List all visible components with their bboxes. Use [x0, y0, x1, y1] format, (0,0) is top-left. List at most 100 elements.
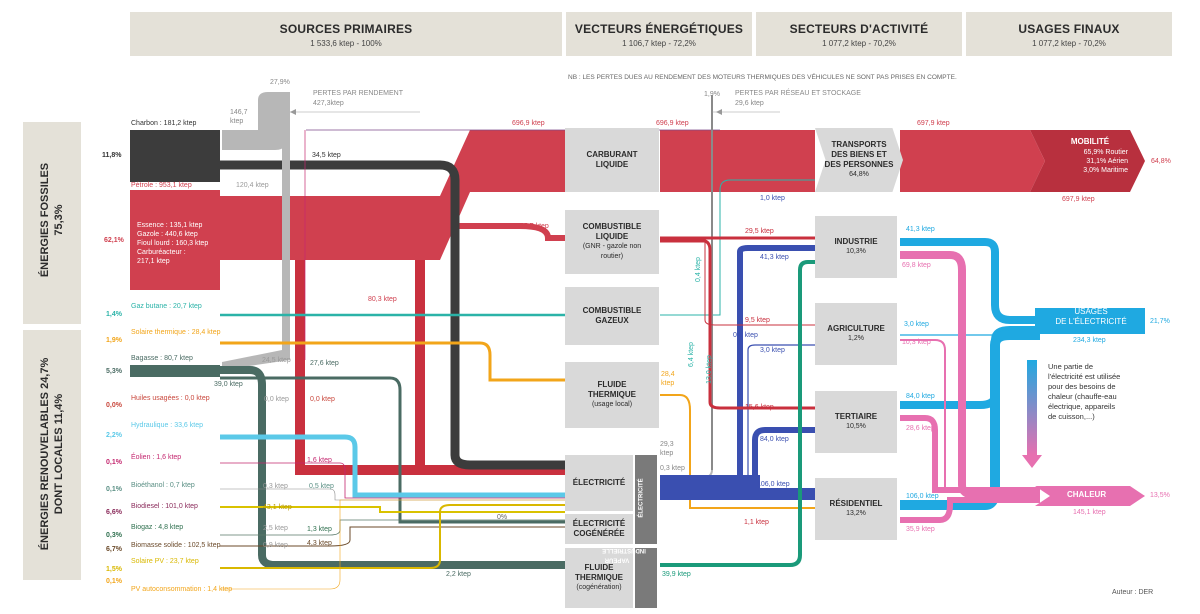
vecteur-fluidecog-line2: THERMIQUE — [575, 573, 623, 582]
flow-label-413b: 41,3 ktep — [906, 226, 935, 233]
flow-bagasse — [220, 366, 565, 569]
flow-label-03: 0,3 ktep — [263, 483, 288, 490]
flow-label-286: 28,6 ktep — [906, 425, 935, 432]
flow-label-431: 43,1 ktep — [263, 504, 292, 511]
secteur-industrie-label: INDUSTRIE — [834, 237, 878, 246]
flow-label-03b: 0,3 ktep — [660, 465, 685, 472]
flow-label-08: 0,8 ktep — [733, 332, 758, 339]
vecteur-fluide-line1: FLUIDE — [597, 380, 627, 389]
side-renouv-line2: DONT LOCALES 11,4% — [53, 393, 65, 515]
flow-label-10: 1,0 ktep — [760, 195, 785, 202]
flow-label-293: 29,3 ktep — [660, 440, 674, 458]
flow-label-399: 39,9 ktep — [662, 571, 691, 578]
header-title: SECTEURS D'ACTIVITÉ — [789, 22, 929, 36]
vecteur-combgaz-line2: GAZEUX — [595, 316, 629, 325]
usage-mobilite-aerien: 31,1% Aérien — [1086, 158, 1128, 165]
usage-mobilite: MOBILITÉ 65,9% Routier 31,1% Aérien 3,0%… — [1040, 137, 1140, 175]
petrole-detail: Essence : 135,1 ktep Gazole : 440,6 ktep… — [137, 221, 208, 266]
side-fossiles-line2: 75,3% — [53, 204, 65, 236]
flow-label-6979a: 697,9 ktep — [917, 120, 950, 127]
header-title: VECTEURS ÉNERGÉTIQUES — [574, 22, 744, 36]
flow-label-05: 0,5 ktep — [309, 483, 334, 490]
loss-reseau-value: 29,6 ktep — [735, 100, 764, 107]
vecteur-combliq-line2: LIQUIDE — [595, 232, 629, 241]
usage-note-line6: de cuisson,...) — [1048, 412, 1095, 421]
author: Auteur : DER — [1112, 589, 1154, 596]
usage-chaleur-value: 145,1 ktep — [1073, 509, 1106, 516]
usage-mobilite-routier: 65,9% Routier — [1083, 149, 1128, 156]
secteur-transports-line3: DES PERSONNES — [824, 160, 894, 169]
side-fossiles-line1: ÉNERGIES FOSSILES — [39, 162, 51, 278]
vecteur-carburant: CARBURANT LIQUIDE — [565, 128, 659, 192]
loss-reseau-label: PERTES PAR RÉSEAU ET STOCKAGE — [735, 90, 861, 97]
flow-label-156: 15,6 ktep — [745, 404, 774, 411]
source-gaz-pct: 1,4% — [106, 311, 122, 318]
loss-146-value: 146,7 — [230, 109, 248, 116]
flow-label-95: 9,5 ktep — [745, 317, 770, 324]
flow-transports-mobilite — [900, 130, 1045, 192]
flow-label-840a: 84,0 ktep — [760, 436, 789, 443]
secteur-industrie-pct: 10,3% — [846, 248, 866, 255]
source-hydro-pct: 2,2% — [106, 432, 122, 439]
flow-label-840b: 84,0 ktep — [906, 393, 935, 400]
secteur-residentiel-pct: 13,2% — [846, 510, 866, 517]
usage-electricite: USAGES DE L'ÉLECTRICITÉ — [1036, 307, 1146, 327]
flow-label-1060b: 106,0 ktep — [906, 493, 939, 500]
source-hydro-label: Hydraulique : 33,6 ktep — [131, 422, 203, 429]
flow-label-13: 1,3 ktep — [307, 526, 332, 533]
source-huiles-pct: 0,0% — [106, 402, 122, 409]
source-petrole-pct: 62,1% — [104, 237, 124, 244]
loss-rendement-value: 427,3ktep — [313, 100, 344, 107]
source-solaire-th-pct: 1,9% — [106, 337, 122, 344]
flow-label-43: 4,3 ktep — [307, 540, 332, 547]
flow-label-295: 29,5 ktep — [745, 228, 774, 235]
flow-losses-rendement — [222, 92, 290, 150]
secteur-transports-pct: 64,8% — [849, 171, 869, 178]
vecteur-combustible-liquide: COMBUSTIBLE LIQUIDE (GNR - gazole non ro… — [565, 210, 659, 274]
vecteur-fluide-thermique: FLUIDE THERMIQUE (usage local) — [565, 362, 659, 428]
vecteur-electricite: ÉLECTRICITÉ — [565, 455, 633, 511]
source-biodiesel-pct: 6,6% — [106, 509, 122, 516]
header-subtitle: 1 077,2 ktep - 70,2% — [1032, 39, 1106, 48]
loss-146: 146,7 ktep — [230, 108, 248, 126]
detail-gazole: Gazole : 440,6 ktep — [137, 231, 198, 238]
detail-essence: Essence : 135,1 ktep — [137, 222, 203, 229]
source-biogaz-label: Biogaz : 4,8 ktep — [131, 524, 184, 531]
flow-label-1204: 120,4 ktep — [236, 182, 269, 189]
flow-petrole-combliq — [220, 223, 565, 241]
flow-label-293-value: 29,3 — [660, 441, 674, 448]
vecteur-carburant-line1: CARBURANT — [586, 150, 638, 159]
usage-note-line2: l'électricité est utilisée — [1048, 372, 1121, 381]
flow-label-22: 2,2 ktep — [446, 571, 471, 578]
detail-fioul: Fioul lourd : 160,3 ktep — [137, 240, 209, 247]
secteur-transports-line1: TRANSPORTS — [831, 140, 887, 149]
flow-label-25: 2,5 ktep — [263, 525, 288, 532]
note-nb: NB : LES PERTES DUES AU RENDEMENT DES MO… — [568, 74, 957, 81]
secteur-agriculture-pct: 1,2% — [848, 335, 864, 342]
header-secteurs: SECTEURS D'ACTIVITÉ 1 077,2 ktep - 70,2% — [756, 12, 962, 56]
vecteur-fluidecog-line1: FLUIDE — [584, 563, 614, 572]
flow-carburant-transports — [660, 130, 815, 192]
flow-label-64: 6,4 ktep — [687, 342, 695, 367]
vecteur-elec-tag-label: ÉLECTRICITÉ — [638, 478, 645, 518]
loss-reseau-pct: 1,9% — [704, 91, 720, 98]
source-petrole-label: Pétrole : 953,1 ktep — [131, 182, 192, 189]
vecteur-vapeur-line2: INDUSTRIELLE — [602, 547, 646, 554]
flow-label-30b: 3,0 ktep — [904, 321, 929, 328]
header-title: SOURCES PRIMAIRES — [279, 22, 413, 36]
secteur-tertiaire: TERTIAIRE 10,5% — [815, 391, 897, 453]
usage-elec-value: 234,3 ktep — [1073, 337, 1106, 344]
usage-mobilite-value: 697,9 ktep — [1062, 196, 1095, 203]
flow-label-284-unit: ktep — [661, 380, 675, 387]
flow-label-698: 69,8 ktep — [902, 262, 931, 269]
side-fossiles — [23, 122, 81, 324]
flow-label-30a: 3,0 ktep — [760, 347, 785, 354]
usage-mobilite-title: MOBILITÉ — [1070, 137, 1110, 146]
source-bagasse-block — [130, 365, 220, 377]
vecteur-eleccog-line2: COGÉNÉRÉE — [573, 529, 625, 538]
vecteur-vapeur-line1: VAPEUR — [604, 556, 630, 563]
flow-label-6969b: 696,9 ktep — [656, 120, 689, 127]
source-biodiesel-label: Biodiesel : 101,0 ktep — [131, 503, 198, 510]
detail-carbureacteur: Carburéacteur : — [137, 249, 186, 256]
